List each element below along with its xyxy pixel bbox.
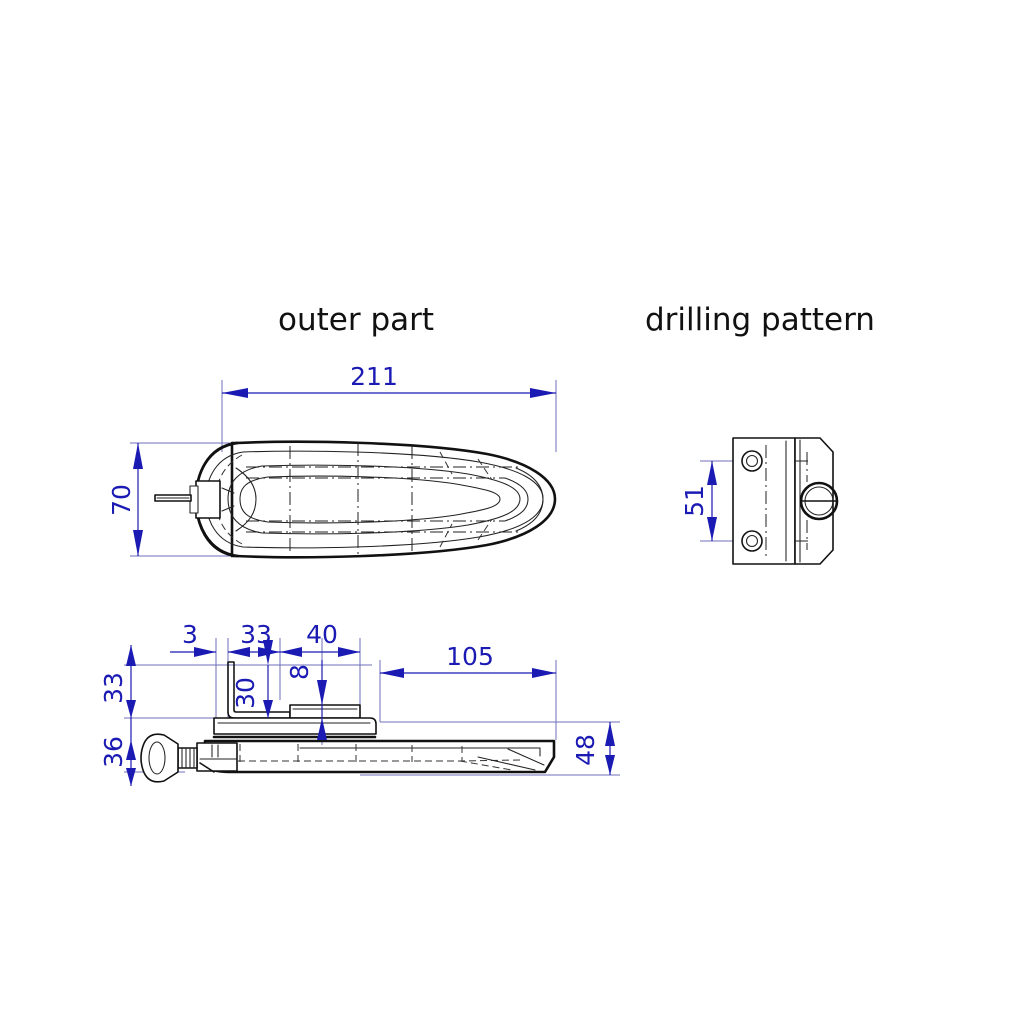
rib-angled-lower-2	[477, 518, 493, 541]
handle-side-inner-upper	[299, 747, 541, 757]
lock-barrel-chamfer	[199, 762, 215, 773]
handle-side-hidden-lower	[238, 759, 521, 762]
top-view: 211 70	[107, 362, 557, 559]
arrow-8-bottom	[317, 718, 327, 740]
arrow-36-bottom	[126, 768, 136, 786]
arrow-36-top	[126, 740, 136, 760]
dim-label-51: 51	[680, 485, 709, 517]
rib-angled-upper-1	[439, 451, 453, 475]
side-view: 3 33 40 105	[99, 620, 620, 786]
dimension-51: 51	[680, 461, 717, 541]
dimension-8: 8	[285, 660, 327, 740]
arrow-70-top	[133, 443, 143, 469]
dimension-70: 70	[107, 443, 143, 556]
handle-side-profile	[203, 739, 556, 774]
dim-label-105: 105	[446, 642, 494, 671]
arrow-30-top	[263, 640, 273, 665]
lock-cylinder-block	[195, 480, 221, 519]
left-cap-bevel-lower	[235, 498, 257, 532]
spacer-plate	[289, 704, 361, 719]
dimension-40: 40	[280, 620, 360, 657]
arrow-33h-left	[228, 647, 250, 657]
dimension-33-vertical: 33	[99, 645, 136, 718]
handle-side-taper-line2	[507, 748, 545, 766]
drilling-pattern-view: 51	[680, 437, 839, 565]
dim-label-70: 70	[107, 484, 136, 516]
fixing-hole-bottom-inner	[745, 534, 759, 548]
arrow-33v-bottom	[126, 700, 136, 718]
keyway-mark-lower	[221, 505, 235, 512]
handle-tip-inner-arc2	[515, 467, 544, 532]
handle-inner-pocket-outline	[239, 475, 501, 524]
dim-label-8: 8	[285, 664, 314, 680]
arrow-105-right	[532, 668, 556, 678]
arrow-105-left	[380, 668, 404, 678]
dim-label-3: 3	[182, 620, 198, 649]
arrow-48-top	[605, 722, 615, 746]
handle-side-taper-line	[477, 756, 536, 771]
arrow-8-top	[317, 680, 327, 705]
handle-side-hidden-taper	[459, 760, 513, 771]
dimension-211: 211	[222, 362, 556, 398]
arrow-70-bottom	[133, 530, 143, 556]
rib-angled-upper-2	[477, 458, 493, 481]
dimension-105: 105	[380, 642, 556, 678]
rib-angled-lower-1	[439, 523, 453, 548]
dim-label-33v: 33	[99, 672, 128, 704]
dimension-36: 36	[99, 718, 136, 786]
dim-label-48: 48	[571, 734, 600, 766]
arrow-51-bottom	[707, 517, 717, 541]
dimension-48: 48	[571, 722, 615, 775]
arrow-40-left	[280, 647, 302, 657]
title-drilling-pattern: drilling pattern	[645, 302, 875, 338]
title-outer-part: outer part	[278, 302, 434, 338]
dim-label-211: 211	[350, 362, 398, 391]
fixing-hole-top-inner	[745, 454, 759, 468]
keyway-mark-upper	[221, 487, 235, 494]
arrow-40-right	[338, 647, 360, 657]
key-head-hole	[148, 741, 166, 775]
arrow-33v-top	[126, 645, 136, 666]
handle-inner-cavity-outline	[227, 464, 521, 535]
arrow-3-left	[194, 647, 216, 657]
lock-barrel	[196, 742, 238, 772]
arrow-211-right	[530, 388, 556, 398]
dim-label-30: 30	[231, 677, 260, 709]
dimension-30: 30	[231, 640, 273, 718]
arrow-30-bottom	[263, 700, 273, 718]
arrow-51-top	[707, 461, 717, 485]
handle-tip-inner-arc	[504, 477, 529, 522]
arrow-211-left	[222, 388, 248, 398]
dim-label-36: 36	[99, 736, 128, 768]
handle-body-outline	[194, 440, 557, 559]
handle-base-plate	[213, 717, 377, 735]
dim-label-40: 40	[306, 620, 338, 649]
dimension-33-horizontal: 33	[228, 620, 280, 657]
left-cap-bevel-upper	[235, 467, 257, 500]
arrow-48-bottom	[605, 755, 615, 775]
